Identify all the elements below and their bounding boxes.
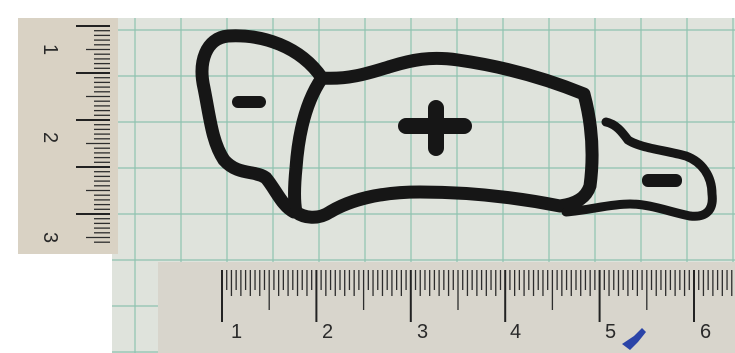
bottom-ruler-label-1: 1 — [231, 321, 242, 343]
bottom-ruler-label-4: 4 — [510, 321, 521, 343]
bottom-ruler-label-2: 2 — [322, 321, 333, 343]
bottom-ruler — [158, 262, 735, 353]
plus-sign-vertical-bar — [428, 100, 444, 156]
left-ruler-label-2: 2 — [39, 132, 61, 143]
minus-sign-left-bar — [232, 96, 266, 108]
left-ruler-label-3: 3 — [39, 232, 61, 243]
left-ruler-label-1: 1 — [39, 44, 61, 55]
minus-sign-right: − — [642, 174, 682, 187]
bottom-ruler-label-5: 5 — [605, 321, 616, 343]
minus-sign-right-bar — [642, 174, 682, 187]
bottom-ruler-label-3: 3 — [417, 321, 428, 343]
minus-sign-left: − — [232, 96, 266, 108]
bottom-ruler-label-6: 6 — [700, 321, 711, 343]
